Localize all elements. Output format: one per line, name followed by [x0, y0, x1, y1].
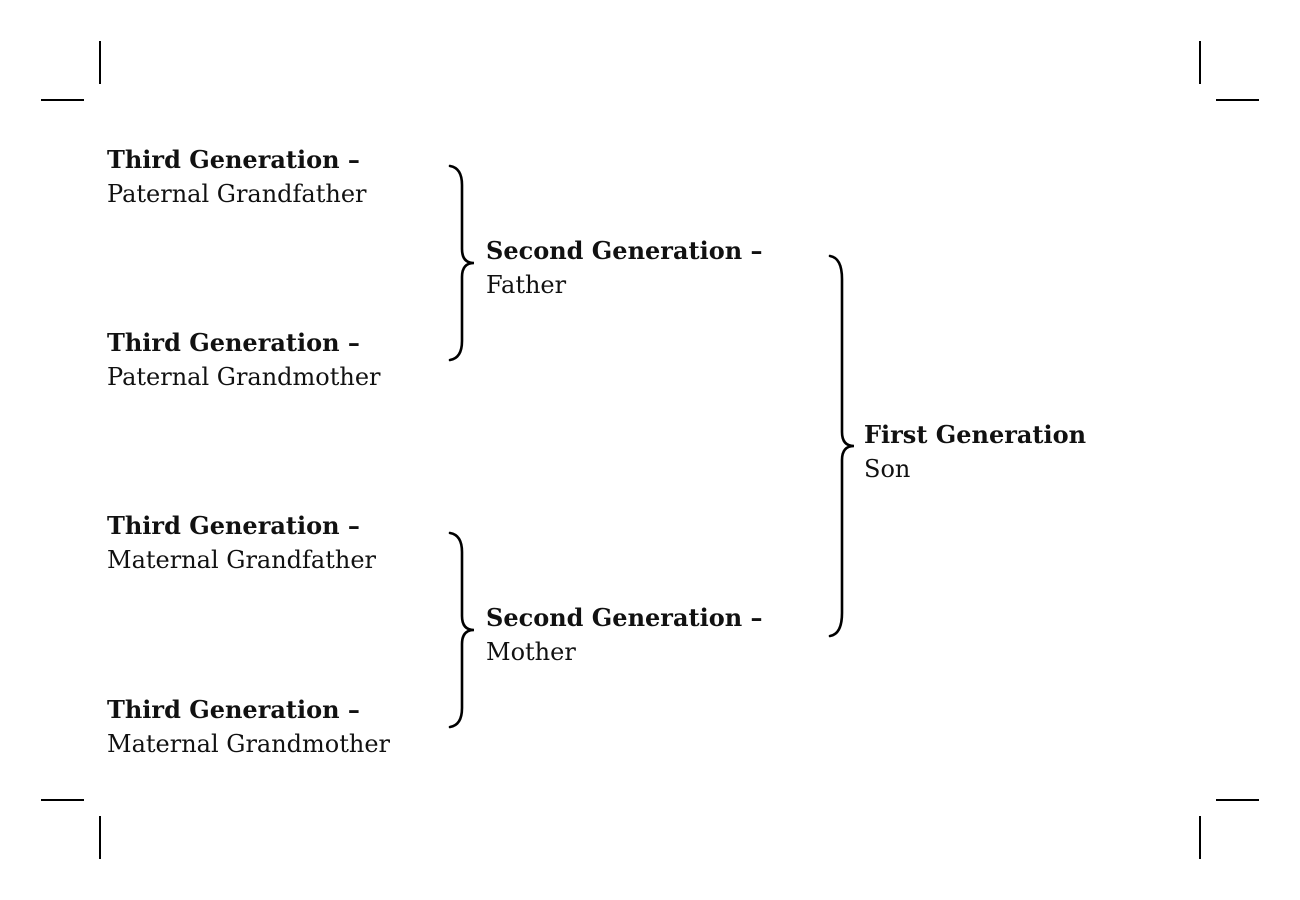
- crop-mark-top-left-horizontal: [41, 99, 84, 101]
- curly-brace-mother-icon: [446, 530, 478, 730]
- curly-brace-father-icon: [446, 163, 478, 363]
- node-son: First Generation Son: [864, 418, 1086, 486]
- node-name: Mother: [486, 638, 576, 666]
- node-father: Second Generation – Father: [486, 234, 763, 302]
- crop-mark-top-right-vertical: [1199, 41, 1201, 84]
- node-title: Second Generation –: [486, 236, 763, 265]
- curly-brace-son-icon: [826, 253, 858, 639]
- node-title: Third Generation –: [107, 695, 360, 724]
- node-title: Third Generation –: [107, 328, 360, 357]
- crop-mark-top-left-vertical: [99, 41, 101, 84]
- node-name: Maternal Grandfather: [107, 546, 377, 574]
- node-maternal-grandmother: Third Generation – Maternal Grandmother: [107, 693, 390, 761]
- node-name: Paternal Grandfather: [107, 180, 367, 208]
- crop-mark-bottom-left-vertical: [99, 816, 101, 859]
- node-name: Maternal Grandmother: [107, 730, 391, 758]
- node-title: First Generation: [864, 420, 1087, 449]
- crop-mark-bottom-left-horizontal: [41, 799, 84, 801]
- node-paternal-grandfather: Third Generation – Paternal Grandfather: [107, 143, 367, 211]
- node-title: Third Generation –: [107, 511, 360, 540]
- node-title: Second Generation –: [486, 603, 763, 632]
- node-maternal-grandfather: Third Generation – Maternal Grandfather: [107, 509, 376, 577]
- node-name: Paternal Grandmother: [107, 363, 381, 391]
- node-title: Third Generation –: [107, 145, 360, 174]
- node-paternal-grandmother: Third Generation – Paternal Grandmother: [107, 326, 381, 394]
- node-name: Father: [486, 271, 567, 299]
- crop-mark-bottom-right-horizontal: [1216, 799, 1259, 801]
- node-name: Son: [864, 455, 911, 483]
- crop-mark-top-right-horizontal: [1216, 99, 1259, 101]
- node-mother: Second Generation – Mother: [486, 601, 763, 669]
- crop-mark-bottom-right-vertical: [1199, 816, 1201, 859]
